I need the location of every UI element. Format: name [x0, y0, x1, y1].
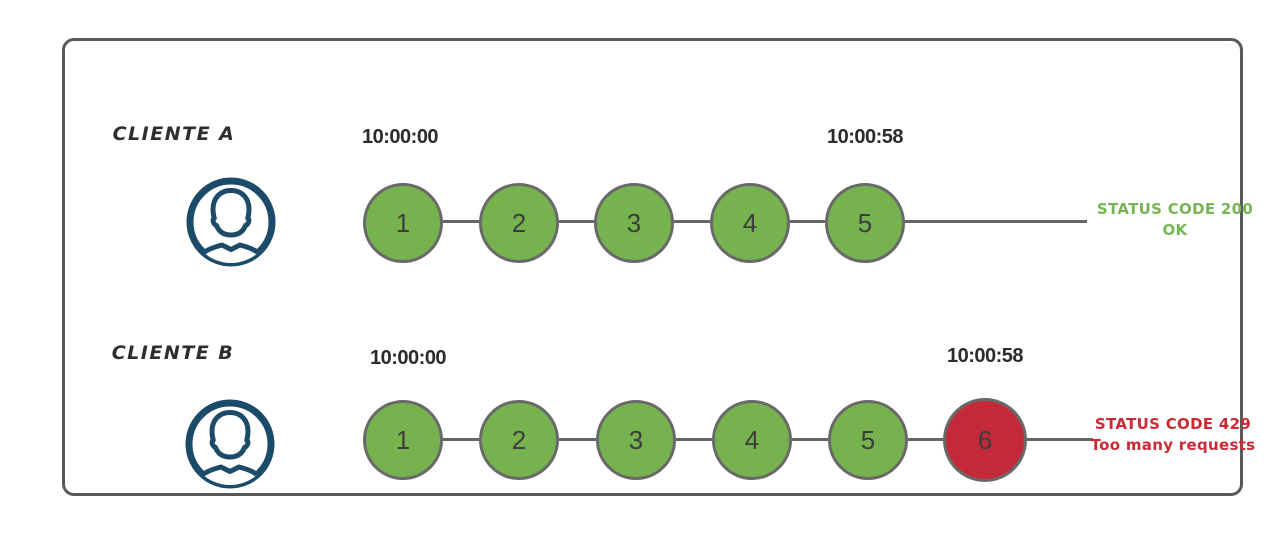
- connector-line: [792, 438, 828, 441]
- request-circle-ok: 5: [825, 183, 905, 263]
- start-time-label: 10:00:00: [362, 126, 439, 148]
- status-result-error: STATUS CODE 429 Too many requests: [1091, 414, 1256, 456]
- person-icon: [185, 399, 275, 489]
- client-b-label: CLIENTE B: [111, 342, 235, 364]
- end-time-label: 10:00:58: [826, 126, 904, 148]
- request-circle-ok: 3: [594, 183, 674, 263]
- connector-line: [559, 220, 594, 223]
- status-message-line: OK: [1162, 221, 1188, 239]
- request-circle-ok: 2: [479, 183, 559, 263]
- status-code-line: STATUS CODE 200: [1096, 200, 1254, 218]
- connector-line: [790, 220, 825, 223]
- status-result-ok: STATUS CODE 200 OK: [1097, 199, 1253, 241]
- timeline-tail-line: [1027, 438, 1093, 441]
- client-a-row: CLIENTE A 10:00:00 10:00:58 1 2 3 4: [65, 41, 1253, 493]
- request-circle-ok: 4: [712, 400, 792, 480]
- connector-line: [676, 438, 712, 441]
- status-code-line: STATUS CODE 429: [1094, 415, 1252, 433]
- status-message-line: Too many requests: [1090, 436, 1256, 454]
- person-icon: [186, 177, 276, 267]
- diagram-border-box: CLIENTE A 10:00:00 10:00:58 1 2 3 4: [62, 38, 1255, 496]
- client-b-row: CLIENTE B 10:00:00 10:00:58 1 2 3: [65, 41, 1255, 493]
- end-time-label: 10:00:58: [946, 345, 1024, 367]
- client-a-label: CLIENTE A: [112, 123, 236, 145]
- connector-line: [443, 220, 479, 223]
- request-circle-ok: 1: [363, 400, 443, 480]
- request-circle-ok: 3: [596, 400, 676, 480]
- request-circle-ok: 1: [363, 183, 443, 263]
- request-circle-ok: 2: [479, 400, 559, 480]
- connector-line: [908, 438, 943, 441]
- request-circle-blocked: 6: [943, 398, 1027, 482]
- connector-line: [674, 220, 710, 223]
- request-circle-ok: 4: [710, 183, 790, 263]
- timeline-tail-line: [905, 220, 1087, 223]
- start-time-label: 10:00:00: [370, 347, 447, 369]
- connector-line: [559, 438, 596, 441]
- request-circle-ok: 5: [828, 400, 908, 480]
- connector-line: [443, 438, 479, 441]
